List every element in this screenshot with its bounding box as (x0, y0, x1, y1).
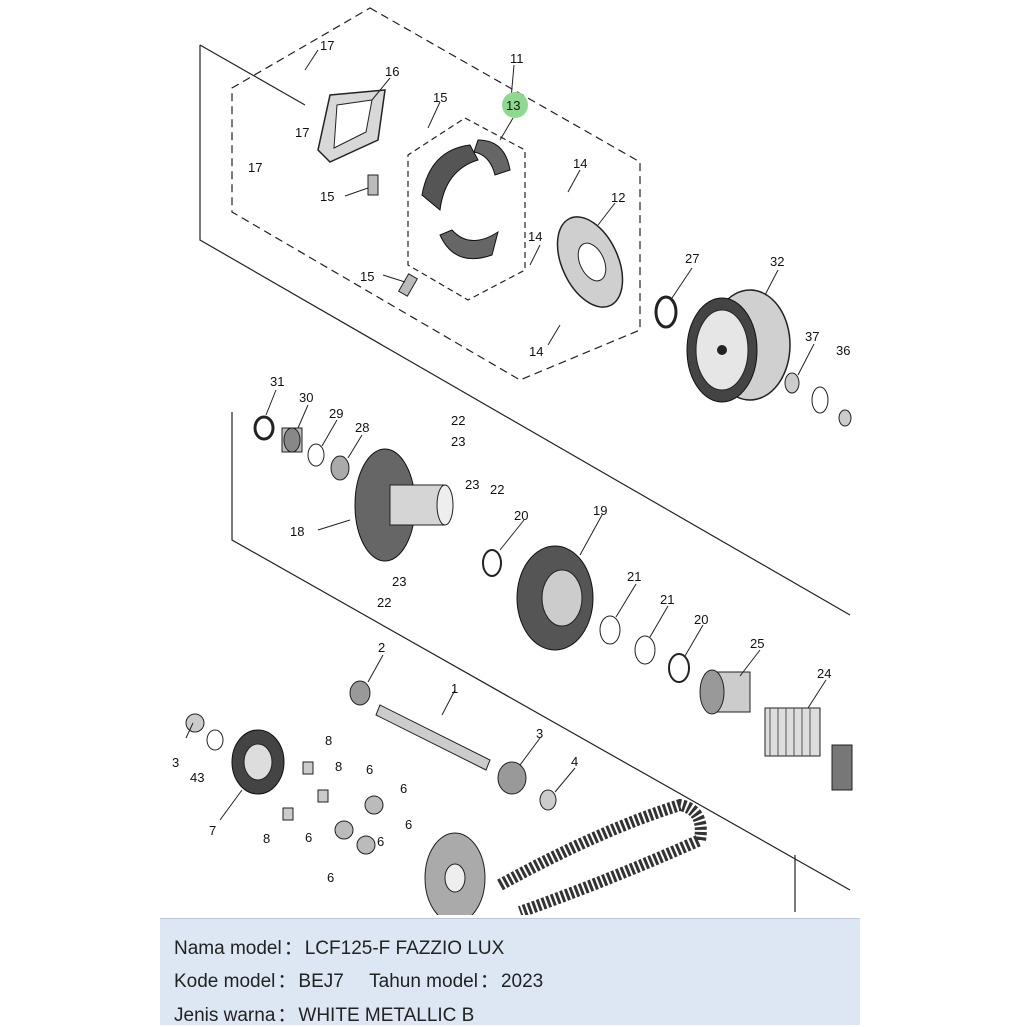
model-info-panel: Nama model：LCF125-F FAZZIO LUX Kode mode… (160, 918, 860, 1027)
sheave-18-icon (354, 448, 454, 562)
label-6f: 6 (327, 870, 334, 885)
clutch-housing-32-icon (686, 289, 791, 403)
model-code-value: BEJ7 (298, 971, 344, 992)
washer-27-icon (654, 295, 678, 329)
spring-24-icon (764, 707, 821, 757)
bearing-30-icon (281, 427, 303, 453)
v-belt-icon (497, 798, 707, 915)
label-25: 25 (750, 636, 764, 651)
pulley-face-icon (424, 832, 486, 915)
label-13: 13 (506, 98, 520, 113)
oring-21a-icon (599, 615, 621, 645)
label-1: 1 (451, 681, 458, 696)
model-year-value: 2023 (500, 971, 544, 992)
label-8b: 8 (335, 759, 342, 774)
label-27: 27 (685, 251, 699, 266)
label-43: 43 (190, 770, 204, 785)
label-7: 7 (209, 823, 216, 838)
bearing-28-icon (330, 455, 350, 481)
model-code-row: Kode model：BEJ7 Tahun model：2023 (174, 966, 543, 993)
label-6a: 6 (366, 762, 373, 777)
label-21a: 21 (627, 569, 641, 584)
shaft-1-icon (375, 704, 491, 771)
label-6e: 6 (377, 834, 384, 849)
label-12: 12 (611, 190, 625, 205)
label-22a: 22 (451, 413, 465, 428)
separator: ： (277, 1005, 297, 1026)
label-17b: 17 (295, 125, 309, 140)
oring-21b-icon (634, 635, 656, 665)
label-16: 16 (385, 64, 399, 79)
bearing-3-icon (497, 761, 527, 795)
label-23c: 23 (392, 574, 406, 589)
label-8c: 8 (263, 831, 270, 846)
gasket-16-icon (317, 89, 386, 163)
label-20a: 20 (514, 508, 528, 523)
separator: ： (277, 971, 297, 992)
model-code-label: Kode model (174, 971, 276, 992)
label-20b: 20 (694, 612, 708, 627)
model-year-label: Tahun model (369, 971, 478, 992)
spring-15b-icon (397, 273, 419, 297)
clutch-shoe-13-icon (421, 139, 511, 260)
label-17a: 17 (320, 38, 334, 53)
nut-37-icon (784, 372, 800, 394)
label-23a: 23 (451, 434, 465, 449)
label-6d: 6 (405, 817, 412, 832)
label-11: 11 (510, 51, 524, 66)
label-29: 29 (329, 406, 343, 421)
label-24: 24 (817, 666, 831, 681)
label-28: 28 (355, 420, 369, 435)
clip-29-icon (307, 443, 325, 467)
label-3: 3 (536, 726, 543, 741)
cam-plate-7-icon (231, 729, 285, 795)
label-2: 2 (378, 640, 385, 655)
label-36: 36 (836, 343, 850, 358)
separator: ： (479, 971, 499, 992)
label-19: 19 (593, 503, 607, 518)
label-23b: 23 (465, 477, 479, 492)
label-37: 37 (805, 329, 819, 344)
color-value: WHITE METALLIC B (298, 1005, 475, 1026)
ring-20a-icon (482, 549, 502, 577)
label-21b: 21 (660, 592, 674, 607)
sheave-19-icon (516, 545, 594, 651)
parts-diagram: 17 16 11 13 15 17 17 14 12 15 14 15 14 2… (172, 7, 853, 915)
ring-20b-icon (668, 653, 690, 683)
label-3-cut: 3 (172, 755, 179, 770)
bearing-2-icon (349, 680, 371, 706)
label-31: 31 (270, 374, 284, 389)
model-name-row: Nama model：LCF125-F FAZZIO LUX (174, 933, 504, 960)
label-6c: 6 (305, 830, 312, 845)
label-14b: 14 (528, 229, 542, 244)
guide-25-icon (699, 669, 751, 715)
label-22c: 22 (377, 595, 391, 610)
label-8a: 8 (325, 733, 332, 748)
seal-4-icon (539, 789, 557, 811)
clutch-plate-12-icon (556, 216, 624, 308)
label-14c: 14 (529, 344, 543, 359)
label-6b: 6 (400, 781, 407, 796)
label-17c: 17 (248, 160, 262, 175)
label-30: 30 (299, 390, 313, 405)
color-label: Jenis warna (174, 1005, 276, 1026)
model-name-label: Nama model (174, 938, 282, 959)
highlight-13 (502, 92, 528, 118)
label-18: 18 (290, 524, 304, 539)
separator: ： (283, 938, 303, 959)
color-row: Jenis warna：WHITE METALLIC B (174, 1000, 474, 1027)
spring-15-icon (367, 174, 379, 196)
oring-31-icon (253, 415, 275, 441)
label-22b: 22 (490, 482, 504, 497)
label-15b: 15 (320, 189, 334, 204)
model-name-value: LCF125-F FAZZIO LUX (304, 938, 505, 959)
clip-36-icon (811, 386, 829, 414)
label-14a: 14 (573, 156, 587, 171)
label-4: 4 (571, 754, 578, 769)
label-15c: 15 (360, 269, 374, 284)
label-32: 32 (770, 254, 784, 269)
label-15a: 15 (433, 90, 447, 105)
